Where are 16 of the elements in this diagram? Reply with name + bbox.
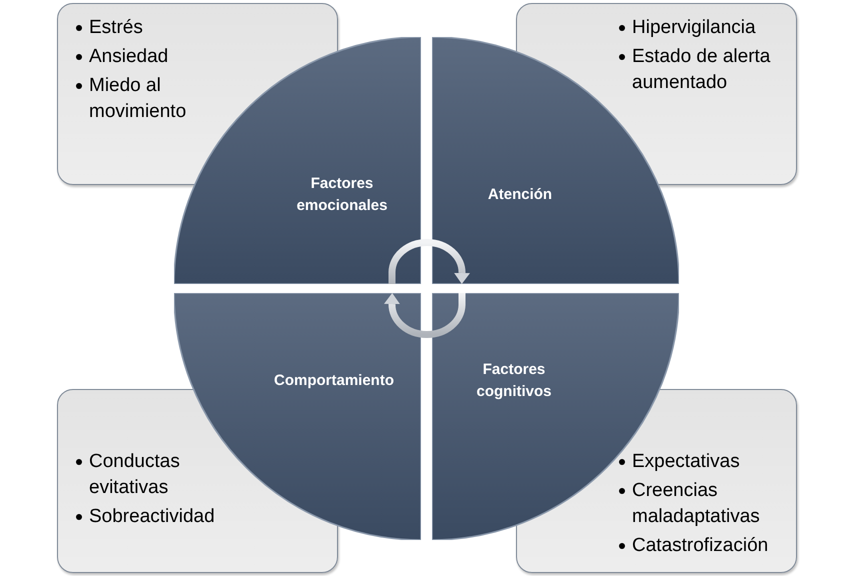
- bullet-text: Ansiedad: [89, 45, 168, 69]
- cycle-arrow: [384, 293, 466, 338]
- segment-label: Atención: [488, 185, 552, 205]
- cycle-arrow: [388, 239, 470, 284]
- bullet-text: Expectativas: [632, 450, 740, 474]
- bullet-text: Catastrofización: [632, 534, 768, 558]
- bullet-text: Hipervigilancia: [632, 16, 756, 40]
- segment-label: Comportamiento: [274, 371, 394, 391]
- bullet-text: Estrés: [89, 16, 143, 40]
- bullet-text: Sobreactividad: [89, 505, 215, 529]
- bullet-text: Conductas evitativas: [89, 450, 181, 500]
- bullet-text: Miedo al movimiento: [89, 74, 188, 124]
- bullet-text: Creencias maladaptativas: [632, 479, 761, 529]
- segment-label: Factores emocionales: [296, 174, 388, 216]
- bullet-text: Estado de alerta aumentado: [632, 45, 772, 95]
- segment-label: Factores cognitivos: [476, 360, 552, 402]
